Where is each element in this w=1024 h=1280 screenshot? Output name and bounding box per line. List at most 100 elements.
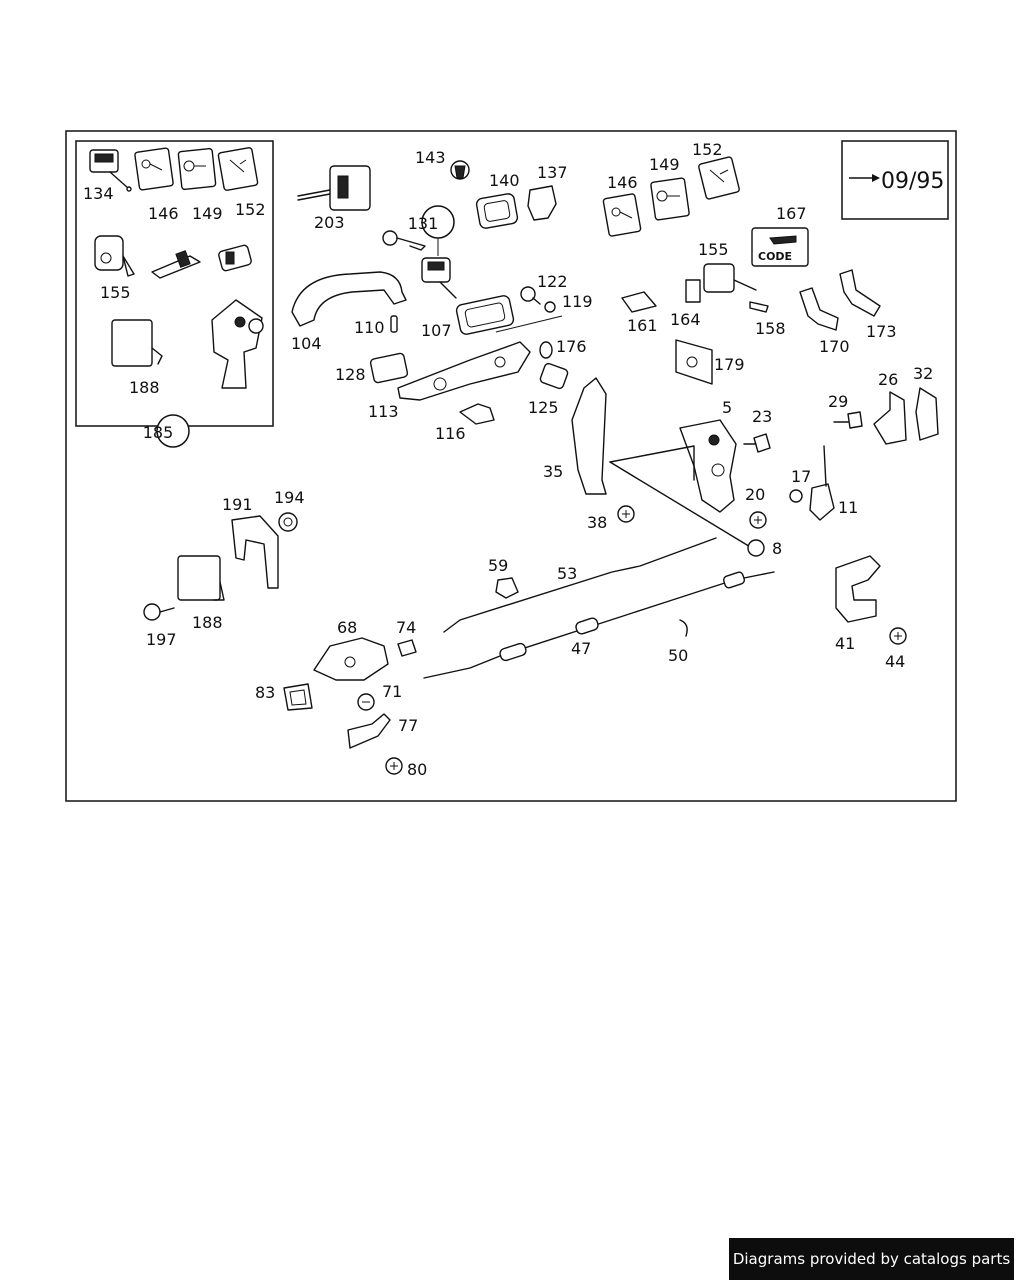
lever-173 <box>839 269 881 317</box>
cable-end-8 <box>747 539 765 557</box>
screw-71 <box>357 693 375 711</box>
part-label-8: 8 <box>772 539 782 558</box>
part-label-20: 20 <box>745 485 765 504</box>
inset-control-unit-188 <box>111 319 163 367</box>
part-label-107: 107 <box>421 321 452 340</box>
part-label-176: 176 <box>556 337 587 356</box>
screw-80 <box>385 757 403 775</box>
part-label-188: 188 <box>129 378 160 397</box>
part-label-146: 146 <box>607 173 638 192</box>
footer-text: Diagrams provided by catalogs parts <box>732 1250 1011 1268</box>
part-label-41: 41 <box>835 634 855 653</box>
part-label-158: 158 <box>755 319 786 338</box>
inset-cylinder-cap <box>218 244 252 272</box>
code-tag-167: CODE <box>751 227 809 267</box>
lock-cylinder-134 <box>421 257 457 299</box>
nut-194 <box>278 512 298 532</box>
lever-170 <box>799 287 839 331</box>
clip-17 <box>789 489 803 503</box>
part-label-59: 59 <box>488 556 508 575</box>
part-label-194: 194 <box>274 488 305 507</box>
part-label-110: 110 <box>354 318 385 337</box>
bracket-77 <box>347 713 391 749</box>
pin-74 <box>397 639 417 657</box>
connector-203 <box>297 165 371 211</box>
bracket-191 <box>231 515 279 589</box>
part-label-155: 155 <box>100 283 131 302</box>
part-label-104: 104 <box>291 334 322 353</box>
part-label-77: 77 <box>398 716 418 735</box>
part-label-161: 161 <box>627 316 658 335</box>
spring-clip-116 <box>459 403 495 425</box>
inset-lock-cylinder-134 <box>89 149 132 192</box>
part-label-125: 125 <box>528 398 559 417</box>
inset-cylinder-core <box>151 250 201 279</box>
screw-38 <box>617 505 635 523</box>
rod-53 <box>443 537 717 633</box>
cable-47 <box>423 571 775 679</box>
kit-callout-circle-185 <box>156 414 190 448</box>
screw-122 <box>520 286 541 305</box>
switch-11 <box>809 445 835 521</box>
part-label-197: 197 <box>146 630 177 649</box>
part-label-83: 83 <box>255 683 275 702</box>
part-label-113: 113 <box>368 402 399 421</box>
striker-26 <box>873 391 907 445</box>
shim-32 <box>915 387 939 441</box>
key-158 <box>749 301 769 313</box>
part-label-131: 131 <box>408 214 439 233</box>
trim-128 <box>369 352 409 384</box>
part-label-164: 164 <box>670 310 701 329</box>
part-label-128: 128 <box>335 365 366 384</box>
key-fob-155 <box>703 263 757 293</box>
part-label-122: 122 <box>537 272 568 291</box>
bracket-35 <box>571 377 607 495</box>
part-label-143: 143 <box>415 148 446 167</box>
inset-key-card-152 <box>217 147 259 191</box>
part-label-137: 137 <box>537 163 568 182</box>
part-label-35: 35 <box>543 462 563 481</box>
screw-44 <box>889 627 907 645</box>
part-label-11: 11 <box>838 498 858 517</box>
handle-carrier-113 <box>397 315 563 401</box>
bracket-164 <box>685 279 701 303</box>
part-label-173: 173 <box>866 322 897 341</box>
code-tag-text: CODE <box>758 250 792 263</box>
part-label-5: 5 <box>722 398 732 417</box>
part-label-38: 38 <box>587 513 607 532</box>
part-label-149: 149 <box>649 155 680 174</box>
part-label-29: 29 <box>828 392 848 411</box>
footer-credit: Diagrams provided by catalogs parts <box>729 1238 1014 1280</box>
screw-29 <box>833 411 863 429</box>
part-label-170: 170 <box>819 337 850 356</box>
part-label-146: 146 <box>148 204 179 223</box>
inner-handle-68 <box>313 637 389 681</box>
date-box-frame <box>841 140 949 220</box>
door-latch-5 <box>679 419 737 513</box>
part-label-26: 26 <box>878 370 898 389</box>
inset-key-fob-155 <box>94 235 135 277</box>
part-label-203: 203 <box>314 213 345 232</box>
inset-key-card-146 <box>134 147 174 191</box>
part-label-134: 134 <box>83 184 114 203</box>
inset-key-card-149 <box>177 147 217 191</box>
part-label-152: 152 <box>235 200 266 219</box>
part-label-140: 140 <box>489 171 520 190</box>
key-card-146 <box>602 193 642 237</box>
inset-lock-mechanism <box>211 299 264 389</box>
plate-161 <box>621 291 657 313</box>
door-handle-104 <box>291 271 407 327</box>
pin-110 <box>390 315 398 333</box>
bezel-83 <box>283 683 313 711</box>
spring-176 <box>539 341 553 359</box>
date-box-text: 09/95 <box>881 169 944 194</box>
part-label-80: 80 <box>407 760 427 779</box>
part-label-68: 68 <box>337 618 357 637</box>
part-label-17: 17 <box>791 467 811 486</box>
part-label-116: 116 <box>435 424 466 443</box>
part-label-74: 74 <box>396 618 416 637</box>
part-label-53: 53 <box>557 564 577 583</box>
diagram-frame <box>65 130 957 802</box>
part-label-167: 167 <box>776 204 807 223</box>
